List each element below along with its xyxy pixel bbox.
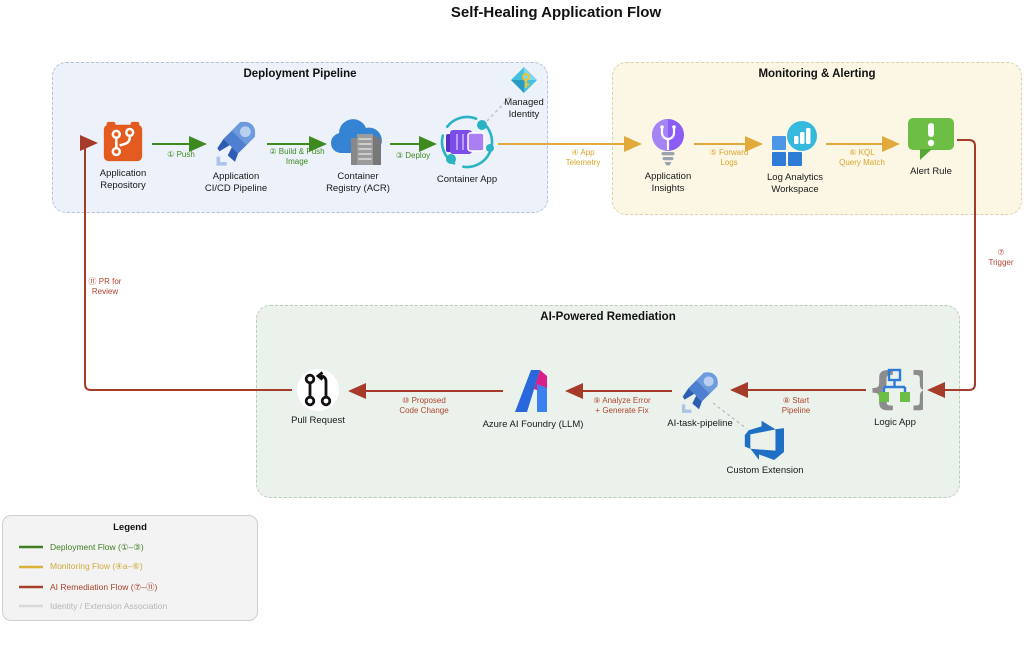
legend-label: Monitoring Flow (④a–⑥): [50, 561, 143, 571]
legend-line-monitoring: [19, 565, 43, 568]
edge-label-app-telemetry: ④ App Telemetry: [565, 148, 601, 168]
container-registry-icon: [327, 118, 389, 168]
pull-request-icon: [296, 368, 340, 412]
node-pull-request: Pull Request: [258, 368, 378, 427]
legend-title: Legend: [113, 522, 147, 533]
edge-label-trigger: ⑦ Trigger: [988, 248, 1014, 268]
legend-label: Identity / Extension Association: [50, 601, 168, 611]
edge-label-build-push: ② Build & Push Image: [269, 147, 325, 167]
legend-label: Deployment Flow (①–③): [50, 541, 144, 552]
edge-label-kql-match: ⑥ KQL Query Match: [839, 148, 885, 168]
ai-foundry-icon: [510, 366, 556, 416]
node-label: Azure AI Foundry (LLM): [482, 419, 584, 430]
log-analytics-icon: [768, 119, 822, 169]
legend-line-remediation: [19, 585, 43, 588]
node-alert-rule: Alert Rule: [871, 115, 991, 178]
node-container-registry: Container Registry (ACR): [298, 118, 418, 195]
node-label: Application Insights: [644, 171, 692, 194]
edge-label-proposed: ⑩ Proposed Code Change: [399, 396, 449, 416]
group-title: AI-Powered Remediation: [540, 311, 676, 323]
devops-extension-icon: [742, 418, 788, 462]
legend-item-association: Identity / Extension Association: [19, 601, 257, 611]
edge-label-pr-review: ⑪ PR for Review: [88, 277, 122, 297]
node-log-analytics-workspace: Log Analytics Workspace: [735, 119, 855, 196]
node-label: Container Registry (ACR): [326, 171, 390, 194]
alert-rule-icon: [905, 115, 957, 163]
edge-label-forward-logs: ⑤ Forward Logs: [709, 148, 749, 168]
group-title: Deployment Pipeline: [243, 68, 357, 80]
node-ai-task-pipeline: AI-task-pipeline: [640, 365, 760, 430]
legend-label: AI Remediation Flow (⑦–⑪): [50, 581, 158, 592]
logic-app-icon: { }: [867, 363, 939, 414]
legend-item-deployment: Deployment Flow (①–③): [19, 542, 257, 553]
pipeline-rocket-icon: [209, 114, 263, 168]
pipeline-rocket-icon: [675, 365, 725, 415]
node-custom-extension: Custom Extension: [695, 418, 835, 477]
svg-text:}: }: [908, 364, 923, 414]
node-label: Logic App: [874, 417, 916, 428]
page-title: Self-Healing Application Flow: [450, 4, 662, 21]
node-managed-identity: Managed Identity: [484, 66, 564, 121]
node-application-repository: Application Repository: [63, 119, 183, 192]
legend: Legend Deployment Flow (①–③) Monitoring …: [2, 515, 258, 621]
node-label: Pull Request: [291, 415, 345, 426]
node-logic-app: { } Logic App: [835, 363, 955, 429]
node-azure-ai-foundry: Azure AI Foundry (LLM): [463, 366, 603, 431]
node-label: AI-task-pipeline: [667, 418, 733, 429]
edge-label-push: ① Push: [167, 150, 195, 159]
node-container-app: Container App: [407, 113, 527, 186]
node-label: Application Repository: [99, 168, 147, 191]
app-insights-bulb-icon: [645, 116, 691, 168]
legend-item-remediation: AI Remediation Flow (⑦–⑪): [19, 581, 257, 593]
legend-item-monitoring: Monitoring Flow (④a–⑥): [19, 561, 257, 572]
git-repository-icon: [100, 119, 146, 165]
legend-line-deployment: [19, 545, 43, 549]
legend-line-association: [19, 604, 43, 608]
edge-label-analyze: ⑨ Analyze Error + Generate Fix: [593, 396, 651, 416]
edge-label-start-pipeline: ⑧ Start Pipeline: [781, 396, 811, 416]
node-application-cicd-pipeline: Application CI/CD Pipeline: [176, 114, 296, 195]
node-label: Application CI/CD Pipeline: [204, 171, 268, 194]
managed-identity-icon: [510, 66, 538, 94]
node-label: Container App: [436, 174, 498, 185]
node-label: Log Analytics Workspace: [767, 172, 823, 195]
node-application-insights: Application Insights: [608, 116, 728, 195]
edge-label-deploy: ③ Deploy: [395, 151, 431, 160]
svg-text:{: {: [867, 364, 898, 414]
container-app-icon: [438, 113, 496, 171]
node-label: Custom Extension: [726, 465, 804, 476]
group-title: Monitoring & Alerting: [758, 68, 876, 80]
node-label: Alert Rule: [910, 166, 952, 177]
node-label: Managed Identity: [504, 97, 544, 120]
ai-remediation-group: AI-Powered Remediation: [256, 305, 960, 498]
